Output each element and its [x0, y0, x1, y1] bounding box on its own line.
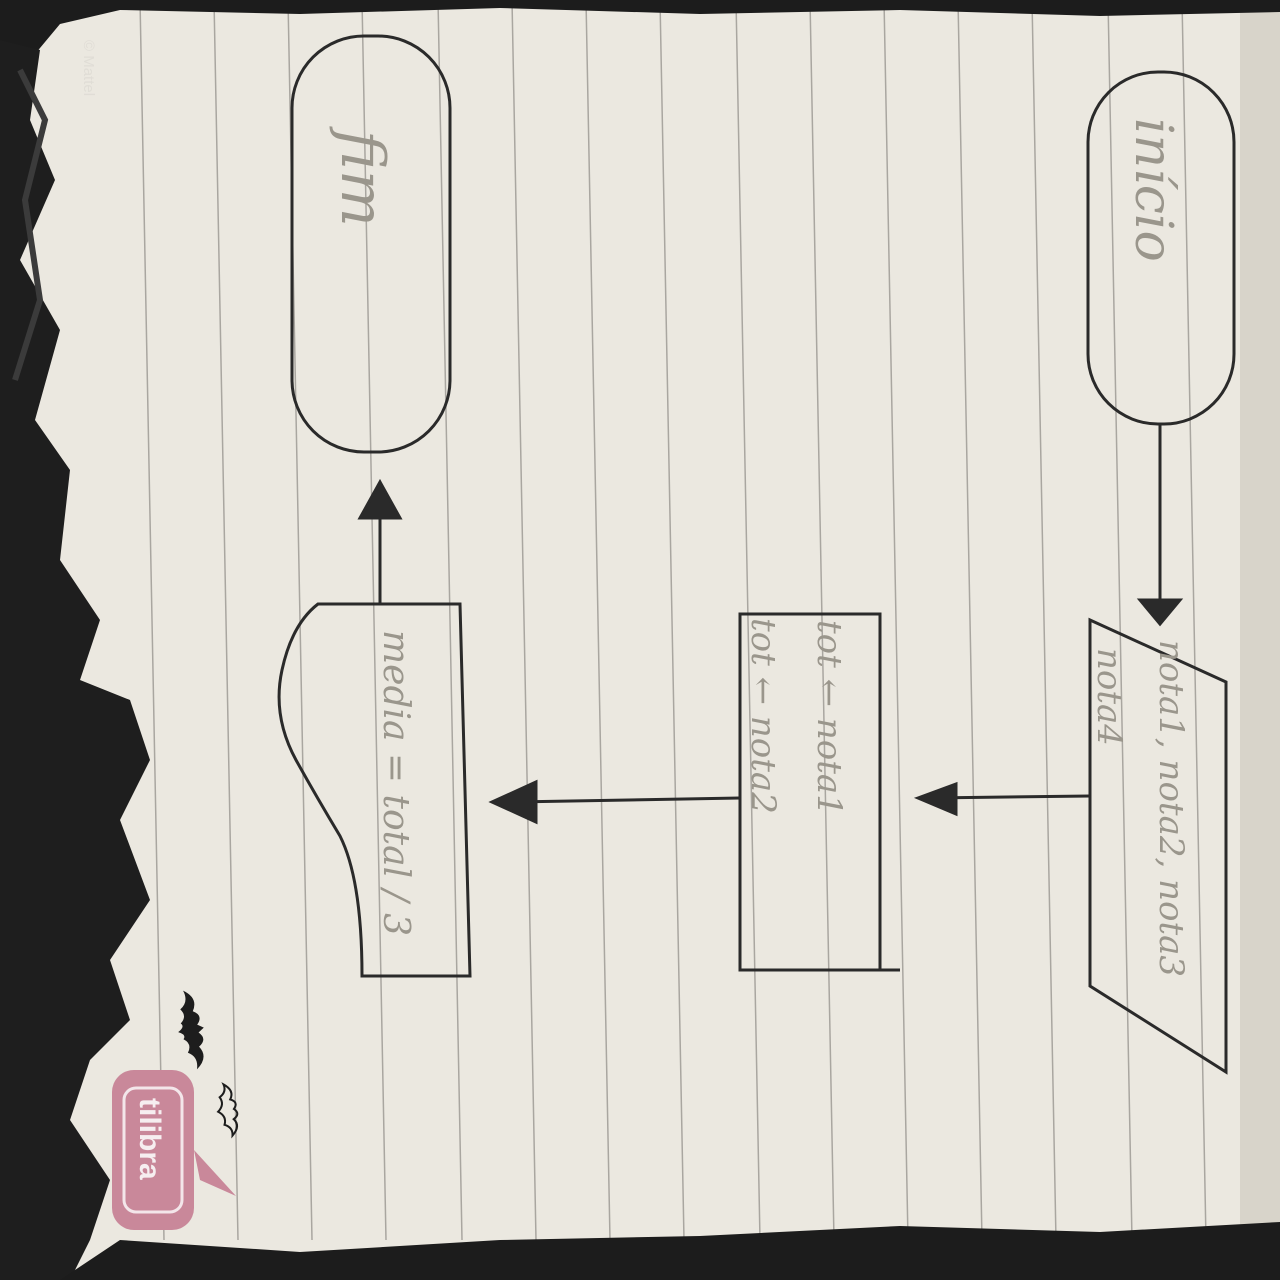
- input-label-line1: nota1, nota2, nota3: [1151, 640, 1191, 977]
- ruled-line: [659, 0, 685, 1241]
- ruled-line: [585, 0, 611, 1241]
- ruled-line: [1031, 0, 1057, 1241]
- end-terminal: [290, 34, 452, 454]
- bat-icon: [178, 990, 204, 1070]
- ruled-line: [511, 0, 537, 1241]
- ruled-line: [735, 0, 761, 1241]
- page-edge: [1240, 0, 1280, 1280]
- brand-text: tilibra: [133, 1098, 166, 1180]
- ruled-line: [213, 0, 239, 1241]
- top-border: [0, 0, 1280, 80]
- process-line1: tot ← nota1: [809, 620, 849, 816]
- output-document: [277, 602, 472, 978]
- input-parallelogram: [1088, 617, 1228, 1075]
- border-texture: [12, 68, 49, 381]
- ghost-bat-icon: [216, 1082, 239, 1139]
- ruled-line: [437, 0, 463, 1241]
- arrow-head-down: [1136, 598, 1184, 627]
- ruled-line: [1181, 0, 1207, 1241]
- end-label: fim: [327, 126, 397, 227]
- ruled-line: [139, 0, 165, 1241]
- arrow-head-up: [357, 478, 403, 520]
- ruled-line: [1107, 0, 1133, 1241]
- ruled-line: [809, 0, 835, 1241]
- arrow-head-left-1: [913, 781, 958, 817]
- output-label: media = total / 3: [375, 630, 416, 936]
- ruled-line: [957, 0, 983, 1241]
- tilibra-logo: tilibra: [112, 1070, 236, 1230]
- copyright-text: © Mattel: [80, 40, 97, 96]
- process-box: [738, 612, 882, 972]
- process-line2: tot ← nota2: [743, 618, 783, 814]
- arrow-head-left-2: [488, 779, 538, 825]
- connector-process-to-output: [513, 796, 741, 804]
- ruled-line: [361, 0, 387, 1241]
- ruled-line: [883, 0, 909, 1241]
- left-border: [0, 40, 150, 1280]
- input-label-line2: nota4: [1089, 648, 1129, 746]
- bottom-border: [60, 1222, 1280, 1280]
- start-label: início: [1123, 118, 1183, 262]
- flowchart: [277, 34, 1236, 1075]
